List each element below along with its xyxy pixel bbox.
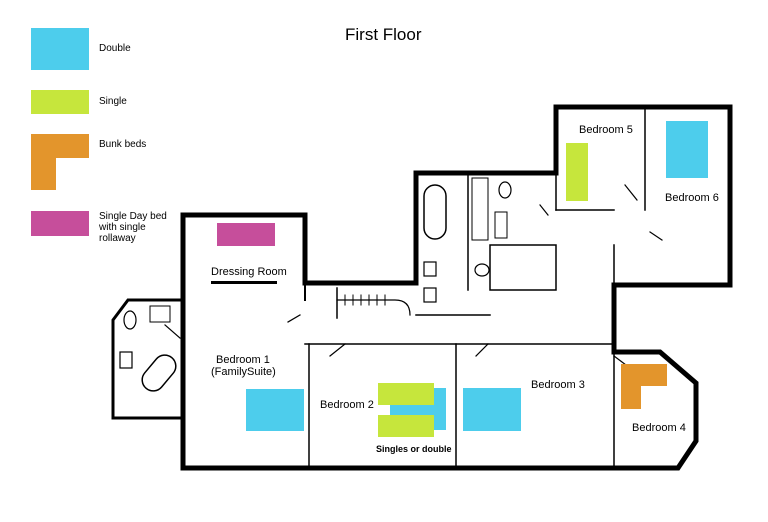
legend-label-bunk: Bunk beds (99, 139, 147, 150)
bed-double-bedroom6 (666, 121, 708, 178)
bed-single-bedroom2-a (378, 383, 434, 405)
sink-center-2 (423, 287, 437, 303)
bed-double-bedroom1 (246, 389, 304, 431)
legend-swatch-single (31, 90, 89, 114)
door-swing (329, 343, 346, 357)
fixture-left (149, 305, 171, 323)
dressing-rail (211, 281, 277, 284)
room-label-bedroom4: Bedroom 4 (632, 422, 686, 434)
bed-double-bedroom3 (463, 388, 521, 431)
legend-swatch-daybed (31, 211, 89, 236)
room-label-bedroom3: Bedroom 3 (531, 379, 585, 391)
bed-single-bedroom5 (566, 143, 588, 201)
left-bay-wall (111, 298, 185, 420)
sink-center-1 (423, 261, 437, 277)
legend-label-single: Single (99, 96, 127, 107)
room-label-bedroom5: Bedroom 5 (579, 124, 633, 136)
legend-label-double: Double (99, 43, 131, 54)
door-swing (475, 343, 489, 357)
toilet-center-2 (474, 263, 490, 277)
bed-bunk-bedroom4 (621, 364, 667, 409)
outer-wall (180, 104, 733, 471)
bathtub-left (141, 354, 177, 392)
sink-left (119, 351, 133, 369)
door-swing (287, 314, 301, 323)
toilet-left (123, 310, 137, 330)
room-label-bedroom1-sub: (FamilySuite) (211, 366, 276, 378)
stairs (336, 299, 411, 316)
legend-label-daybed: Single Day bed with single rollaway (99, 211, 167, 244)
bed-daybed-dressing (217, 223, 275, 246)
room-note-bedroom2: Singles or double (376, 444, 452, 454)
sink-center-3 (494, 211, 508, 239)
legend-swatch-bunk (31, 134, 89, 190)
shower (489, 244, 557, 291)
room-label-dressing: Dressing Room (211, 266, 287, 278)
door-swing (164, 324, 181, 339)
bed-single-bedroom2-b (378, 415, 434, 437)
door-swing (624, 184, 638, 201)
bathtub-center (423, 184, 447, 240)
legend-swatch-double (31, 28, 89, 70)
room-label-bedroom6: Bedroom 6 (665, 192, 719, 204)
shower-center (471, 177, 489, 241)
door-swing (649, 231, 663, 241)
door-swing (539, 204, 549, 216)
room-label-bedroom2: Bedroom 2 (320, 399, 374, 411)
toilet-center (498, 181, 512, 199)
floor-title: First Floor (345, 25, 422, 44)
room-label-bedroom1: Bedroom 1 (216, 354, 270, 366)
stairs-steps (344, 294, 386, 306)
